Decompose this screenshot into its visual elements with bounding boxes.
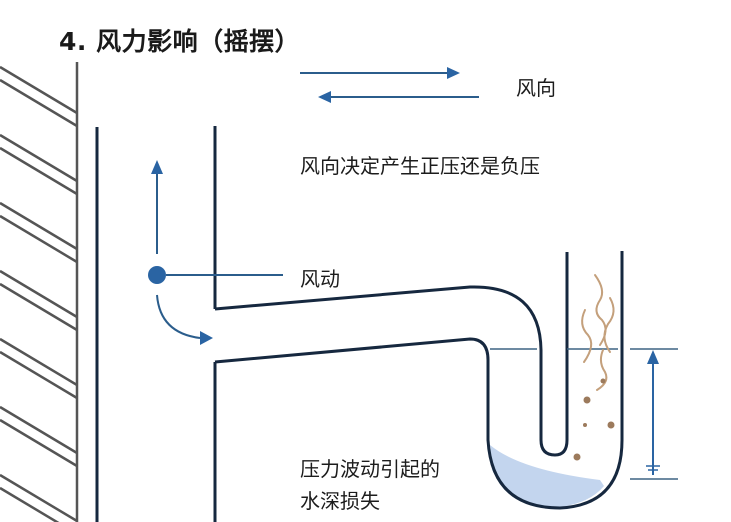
arrow-right-icon bbox=[447, 67, 460, 79]
wind-direction-arrows bbox=[300, 67, 479, 103]
trap-water bbox=[490, 445, 604, 507]
pipe-inner-path bbox=[214, 251, 624, 510]
water-level-lines bbox=[490, 348, 678, 480]
wall bbox=[0, 62, 79, 522]
water-depth-dimension bbox=[646, 350, 660, 475]
trap-pipe bbox=[214, 251, 624, 510]
wind-motion-indicator bbox=[148, 160, 283, 345]
sewer-gas-icon bbox=[581, 274, 615, 391]
arrow-up-icon bbox=[647, 350, 659, 364]
debris-particles bbox=[573, 378, 615, 461]
water-loss-label-line2: 水深损失 bbox=[300, 489, 380, 513]
wind-direction-label: 风向 bbox=[516, 76, 556, 100]
vertical-stack-pipe bbox=[95, 126, 217, 522]
wind-direction-note: 风向决定产生正压还是负压 bbox=[300, 154, 540, 178]
arrow-left-icon bbox=[318, 91, 331, 103]
wind-motion-label: 风动 bbox=[300, 267, 340, 291]
diagram-title: 4. 风力影响（摇摆） bbox=[59, 27, 301, 56]
arrow-right-icon bbox=[200, 331, 213, 345]
arrow-up-icon bbox=[151, 160, 163, 174]
water-loss-label-line1: 压力波动引起的 bbox=[300, 457, 440, 481]
wall-hatch-lines bbox=[0, 65, 78, 522]
pipe-outer-path bbox=[214, 252, 569, 457]
pivot-dot bbox=[148, 266, 166, 284]
